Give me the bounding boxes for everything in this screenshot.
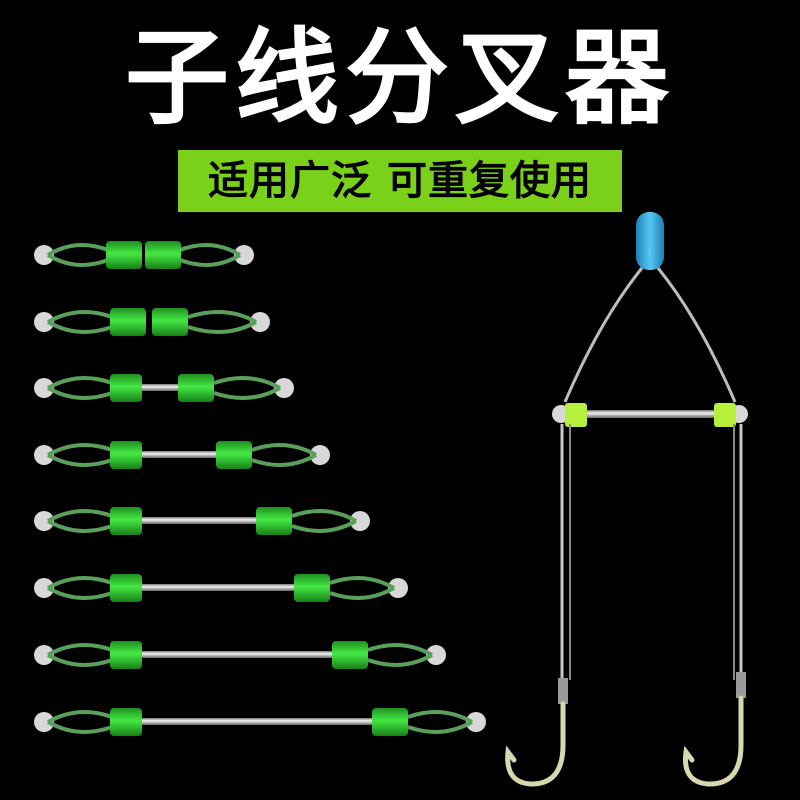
separator-4 <box>34 441 330 469</box>
right-hook <box>682 695 744 787</box>
separator-list <box>34 241 486 736</box>
top-float-cap <box>636 212 664 270</box>
separator-3 <box>34 374 294 402</box>
separator-1 <box>34 241 254 269</box>
separator-7 <box>34 641 446 669</box>
separator-2 <box>34 308 270 336</box>
separator-8 <box>34 708 486 736</box>
assembled-rig <box>505 212 748 787</box>
feature-banner: 适用广泛 可重复使用 <box>178 150 622 212</box>
separator-6 <box>34 574 408 602</box>
left-hook <box>505 701 566 787</box>
product-title: 子线分叉器 <box>124 17 675 139</box>
banner-text: 适用广泛 可重复使用 <box>208 158 592 204</box>
separator-5 <box>34 507 370 535</box>
